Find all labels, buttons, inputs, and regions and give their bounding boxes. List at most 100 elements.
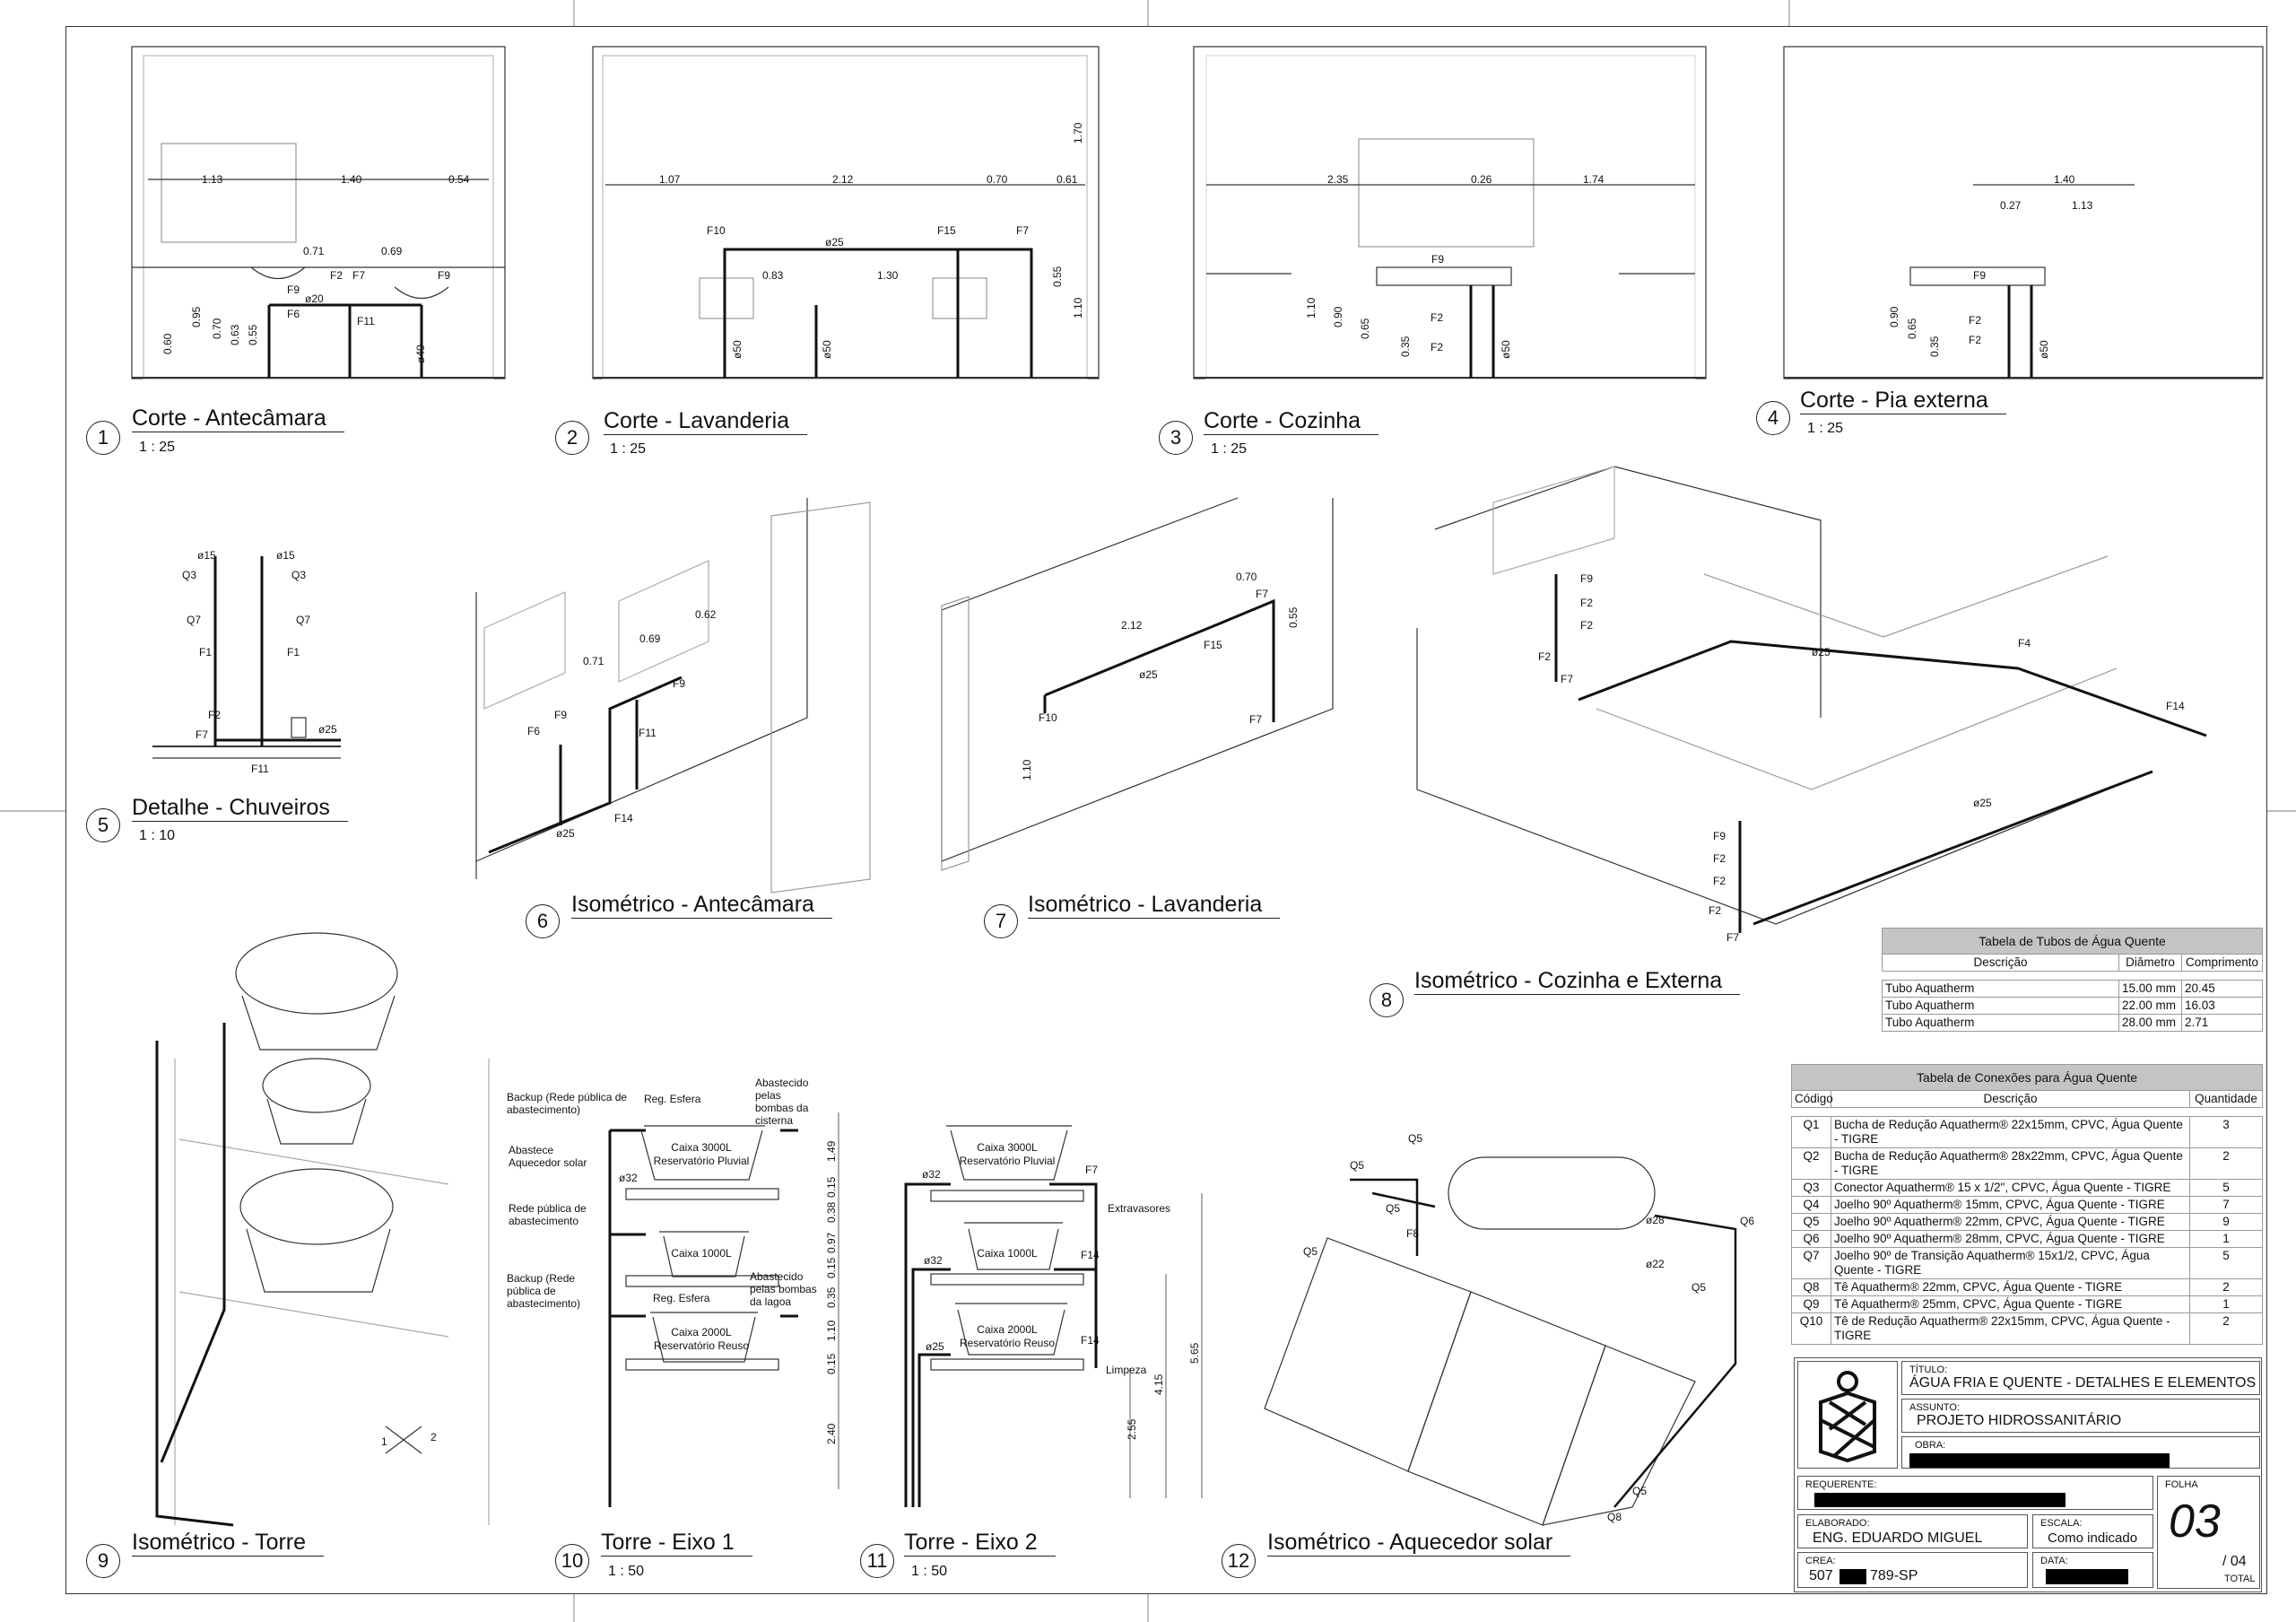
fixture-tag: F11 bbox=[251, 763, 269, 775]
dimension-label: 0.69 bbox=[639, 632, 661, 645]
view-number: 5 bbox=[86, 808, 120, 842]
pipe-label: ø25 bbox=[1973, 797, 1992, 809]
view-number: 10 bbox=[555, 1544, 589, 1578]
axis-label: 1 bbox=[381, 1435, 387, 1448]
fixture-tag: Q5 bbox=[1692, 1281, 1707, 1294]
view-number: 1 bbox=[86, 421, 120, 455]
view-number: 8 bbox=[1370, 983, 1404, 1017]
column-header: Código bbox=[1791, 1090, 1833, 1108]
field-label: OBRA: bbox=[1915, 1440, 1946, 1451]
dimension-label: 0.63 bbox=[229, 324, 241, 345]
dimension-label: 1.13 bbox=[2072, 199, 2093, 212]
folha-field: FOLHA 03 / 04 TOTAL bbox=[2157, 1476, 2260, 1589]
fixture-tag: F9 bbox=[1713, 830, 1726, 842]
cell: Q7 bbox=[1791, 1247, 1831, 1279]
table-title: Tabela de Tubos de Água Quente bbox=[1881, 928, 2264, 955]
hot-water-fittings-table: Tabela de Conexões para Água Quente Códi… bbox=[1790, 1064, 2264, 1345]
fixture-tag: Q5 bbox=[1350, 1159, 1365, 1172]
fixture-tag: F14 bbox=[2166, 700, 2185, 712]
cell: Tubo Aquatherm bbox=[1882, 1014, 2119, 1032]
fixture-tag: F9 bbox=[1580, 572, 1594, 585]
dimension-label: 0.15 bbox=[825, 1257, 838, 1278]
field-label: TÍTULO: bbox=[1909, 1365, 1948, 1375]
cell: Bucha de Redução Aquatherm® 22x15mm, CPV… bbox=[1831, 1116, 2190, 1148]
cell: 2 bbox=[2188, 1278, 2264, 1296]
pipe-label: ø15 bbox=[197, 549, 216, 562]
dimension-label: 0.54 bbox=[448, 173, 470, 186]
corte-lavanderia-drawing bbox=[592, 46, 1100, 379]
field-label: ESCALA: bbox=[2040, 1518, 2083, 1529]
dimension-label: 1.74 bbox=[1583, 173, 1605, 186]
view-title: Isométrico - Antecâmara bbox=[571, 892, 832, 919]
pipe-label: ø50 bbox=[821, 340, 833, 359]
dimension-label: 0.65 bbox=[1906, 318, 1918, 339]
dimension-label: 1.10 bbox=[1072, 297, 1084, 318]
fixture-tag: F2 bbox=[1538, 650, 1552, 663]
annotation: Rede pública de abastecimento bbox=[509, 1202, 587, 1227]
tank-label: Caixa 3000L bbox=[671, 1141, 732, 1154]
pipe-label: ø40 bbox=[414, 344, 427, 363]
fixture-tag: F2 bbox=[1580, 597, 1594, 609]
fixture-tag: Q3 bbox=[182, 569, 197, 581]
pipe-label: ø22 bbox=[1646, 1258, 1665, 1270]
fixture-tag: Q8 bbox=[1607, 1511, 1622, 1523]
cell: Tubo Aquatherm bbox=[1882, 980, 2119, 998]
fixture-tag: F7 bbox=[1085, 1164, 1099, 1176]
tank-label: Reservatório Reuso bbox=[653, 1339, 750, 1352]
fixture-tag: F15 bbox=[1204, 639, 1222, 651]
dimension-label: 1.70 bbox=[1072, 122, 1084, 144]
field-label: ASSUNTO: bbox=[1909, 1402, 1961, 1413]
redacted-block bbox=[1814, 1493, 2066, 1507]
pipe-label: ø32 bbox=[922, 1168, 941, 1181]
cell: Tê de Redução Aquatherm® 22x15mm, CPVC, … bbox=[1831, 1312, 2190, 1345]
fixture-tag: F9 bbox=[554, 709, 568, 721]
fixture-tag: F9 bbox=[287, 283, 300, 296]
fixture-tag: F2 bbox=[1431, 341, 1444, 353]
cell: Joelho 90º de Transição Aquatherm® 15x1/… bbox=[1831, 1247, 2190, 1279]
fixture-tag: F7 bbox=[352, 269, 366, 282]
dimension-label: 1.07 bbox=[659, 173, 681, 186]
dimension-label: 4.15 bbox=[1152, 1373, 1165, 1395]
cell: Q8 bbox=[1791, 1278, 1831, 1296]
dimension-label: 0.62 bbox=[695, 608, 717, 621]
field-label: CREA: bbox=[1805, 1556, 1836, 1566]
view-scale: 1 : 25 bbox=[1211, 441, 1248, 457]
dimension-label: 0.38 bbox=[825, 1201, 838, 1223]
fixture-tag: Q5 bbox=[1408, 1132, 1423, 1145]
cell: Joelho 90º Aquatherm® 22mm, CPVC, Água Q… bbox=[1831, 1213, 2190, 1231]
data-field: DATA: bbox=[2032, 1552, 2153, 1588]
dimension-label: 0.71 bbox=[583, 655, 604, 667]
dimension-label: 0.55 bbox=[247, 324, 259, 345]
dimension-label: 2.12 bbox=[832, 173, 854, 186]
pipe-label: ø25 bbox=[926, 1340, 944, 1353]
dimension-label: 0.35 bbox=[1399, 336, 1412, 357]
dimension-label: 0.61 bbox=[1057, 173, 1078, 186]
view-title: Isométrico - Cozinha e Externa bbox=[1414, 968, 1741, 995]
field-value: ENG. EDUARDO MIGUEL bbox=[1813, 1530, 1983, 1546]
tank-label: Reservatório Pluvial bbox=[653, 1155, 750, 1167]
annotation: Abastecido pelas bombas da lagoa bbox=[750, 1270, 817, 1308]
company-logo-icon bbox=[1819, 1371, 1876, 1463]
column-header: Descrição bbox=[1882, 954, 2119, 972]
fixture-tag: F6 bbox=[527, 725, 541, 737]
column-header: Diâmetro bbox=[2118, 954, 2182, 972]
cell: 7 bbox=[2188, 1196, 2264, 1214]
pipe-label: ø15 bbox=[276, 549, 295, 562]
fixture-tag: F2 bbox=[1969, 314, 1982, 327]
corte-cozinha-drawing bbox=[1193, 46, 1707, 379]
fixture-tag: F15 bbox=[937, 224, 956, 237]
dimension-label: 2.40 bbox=[825, 1423, 838, 1444]
column-header: Comprimento bbox=[2180, 954, 2264, 972]
iso-torre-drawing bbox=[155, 932, 490, 1527]
field-label: FOLHA bbox=[2165, 1479, 2198, 1490]
aquecedor-solar-drawing bbox=[1264, 1156, 1737, 1526]
cell: 28.00 mm bbox=[2118, 1014, 2182, 1032]
cell: 16.03 bbox=[2180, 997, 2264, 1015]
annotation: Reg. Esfera bbox=[653, 1292, 710, 1304]
fixture-tag: F9 bbox=[438, 269, 451, 282]
column-header: Descrição bbox=[1831, 1090, 2190, 1108]
cell: 22.00 mm bbox=[2118, 997, 2182, 1015]
